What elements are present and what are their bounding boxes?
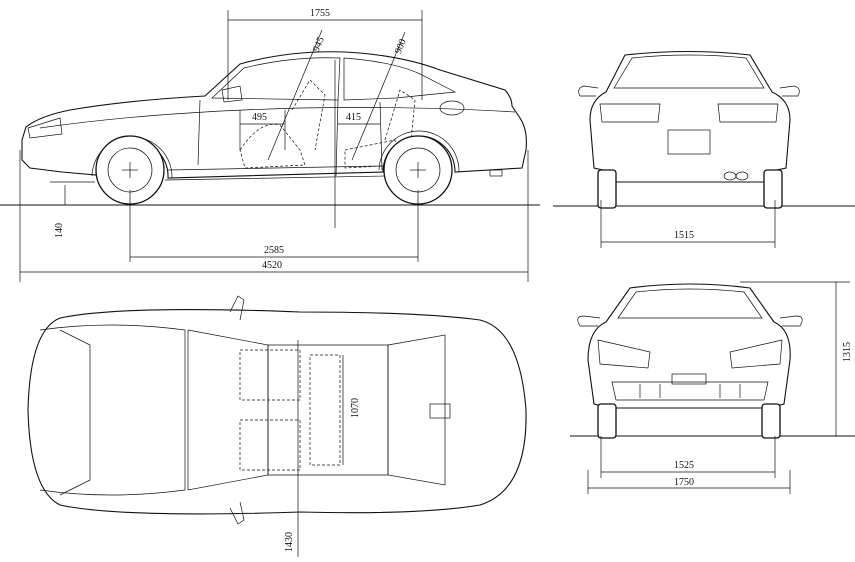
- front-left-headlight: [597, 339, 651, 369]
- dim-900-label: 900: [393, 38, 409, 56]
- top-rear-seats: [309, 354, 341, 466]
- dim-140-label: 140: [54, 223, 65, 238]
- front-right-tire: [761, 403, 781, 439]
- dim-415-label: 415: [346, 112, 361, 123]
- dim-1525-label: 1525: [674, 460, 694, 471]
- dim-945-label: 945: [311, 36, 327, 54]
- rear-dimensions: 1515: [600, 200, 776, 248]
- dim-1515-label: 1515: [674, 230, 694, 241]
- front-right-headlight: [729, 339, 783, 369]
- side-dimensions: 1755 945 900 495 415 140 2585 4520: [19, 8, 529, 282]
- dim-1070-label: 1070: [350, 398, 361, 418]
- front-dimensions: 1315 1525 1750: [587, 281, 853, 494]
- dim-1750-label: 1750: [674, 477, 694, 488]
- rear-body-outline: [589, 50, 791, 183]
- side-mirror: [221, 85, 243, 103]
- dim-495-label: 495: [252, 112, 267, 123]
- side-front-seat: [239, 79, 326, 169]
- dim-1315-label: 1315: [842, 342, 853, 362]
- dim-1755-label: 1755: [310, 8, 330, 19]
- rear-right-taillight: [717, 103, 779, 123]
- top-body-outline: [27, 309, 527, 515]
- front-view: [570, 283, 855, 439]
- top-view: [27, 295, 527, 525]
- rear-right-tire: [763, 169, 783, 209]
- rear-left-taillight: [599, 103, 661, 123]
- rear-left-tire: [597, 169, 617, 209]
- side-window-outline: [211, 57, 341, 101]
- top-dimensions: 1070 1430: [284, 340, 361, 557]
- dim-1430-label: 1430: [284, 532, 295, 552]
- dim-4520-label: 4520: [262, 260, 282, 271]
- rear-view: [553, 50, 855, 209]
- front-left-tire: [597, 403, 617, 439]
- top-roof: [267, 344, 389, 476]
- front-body-outline: [587, 283, 791, 409]
- dim-2585-label: 2585: [264, 245, 284, 256]
- top-windshield: [187, 329, 269, 491]
- rear-license-plate: [667, 129, 711, 155]
- top-spoiler-light: [429, 403, 451, 419]
- top-front-seats: [239, 349, 301, 471]
